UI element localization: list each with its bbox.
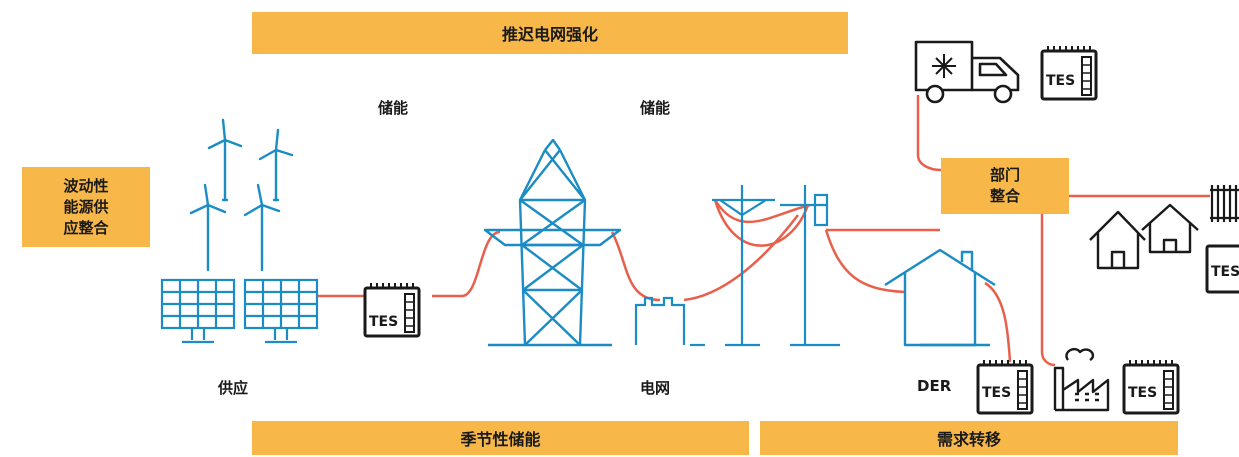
- box-line-2: 能源供: [63, 197, 109, 216]
- house-icon: [884, 248, 996, 347]
- refrigerated-truck-icon: [914, 40, 1020, 104]
- wind-turbines-icon: [189, 118, 294, 272]
- tes-icon-der: TES: [976, 358, 1034, 415]
- tes-icon-truck: TES: [1040, 44, 1098, 101]
- label-grid: 电网: [640, 379, 671, 397]
- box-line-1: 波动性: [63, 176, 109, 195]
- box-line-2: 整合: [989, 187, 1020, 205]
- tes-icon-storage: TES: [363, 281, 421, 338]
- radiator-icon: [1210, 185, 1239, 222]
- label-storage-left: 储能: [378, 99, 409, 117]
- transmission-tower-icon: [483, 138, 622, 347]
- box-line-3: 应整合: [63, 218, 109, 237]
- tes-icon-industry: TES: [1122, 358, 1180, 415]
- distribution-poles-icon: [634, 185, 840, 347]
- solar-panels-icon: [160, 278, 319, 344]
- label-storage-right: 储能: [640, 99, 671, 117]
- tes-label: TES: [1211, 264, 1239, 280]
- label-supply: 供应: [218, 379, 249, 397]
- banner-seasonal-storage: 季节性储能: [252, 421, 749, 455]
- banner-demand-shift: 需求转移: [760, 421, 1178, 455]
- tes-label: TES: [1128, 385, 1157, 401]
- box-sector-integration: 部门 整合: [941, 158, 1069, 214]
- tes-icon-edge: TES: [1205, 244, 1239, 294]
- tes-label: TES: [982, 385, 1011, 401]
- label-der: DER: [917, 377, 952, 395]
- tes-label: TES: [369, 314, 398, 330]
- houses-icon: [1089, 203, 1199, 270]
- tes-label: TES: [1046, 73, 1075, 89]
- connection-lines: [318, 95, 1210, 367]
- factory-icon: [1053, 347, 1110, 412]
- box-line-1: 部门: [989, 166, 1020, 184]
- banner-defer-grid: 推迟电网强化: [252, 12, 848, 54]
- box-variable-integration: 波动性 能源供 应整合: [22, 167, 150, 247]
